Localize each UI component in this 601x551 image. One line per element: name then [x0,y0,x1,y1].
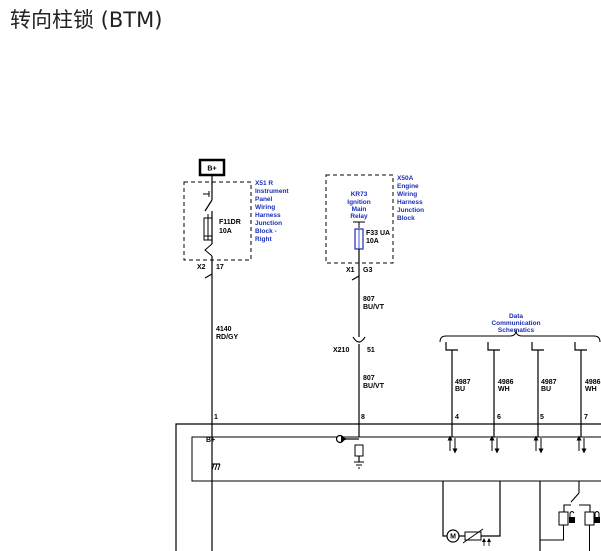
relay-kr73-line-3: Relay [350,213,368,220]
data-wire-3: 4987 BU [531,342,557,437]
x50a-desc-1: Wiring [397,191,417,198]
x2-connector: X2 17 [197,262,224,280]
module-pin-7: 7 [584,414,588,421]
data-wire-4-color: WH [585,386,597,393]
x50a-desc-3: Junction [397,207,424,214]
module-pin-4: 4 [455,414,459,421]
wire-807-upper-color: BU/VT [363,304,385,311]
x51r-desc-1: Panel [255,196,273,203]
x51r-desc-6: Right [255,236,272,243]
data-wire-4: 4986 WH [574,342,601,437]
battery-positive-source: B+ [198,158,226,187]
data-pin-5-arrow-icon [533,435,544,454]
x50a-junction-block: KR73 Ignition Main Relay F33 UA 10A X50A… [325,174,424,264]
x50a-desc-0: Engine [397,183,419,190]
lock-switch-a-icon [558,511,569,526]
module-pin-8: 8 [361,414,365,421]
data-wire-1-circuit: 4987 [455,379,471,386]
relay-kr73-line-2: Main [352,206,367,213]
wire-807-upper-circuit: 807 [363,296,375,303]
data-pin-4-arrow-icon [447,435,458,454]
x210-inline-connector: X210 51 [333,336,375,354]
data-comm-line-1: Communication [491,320,540,327]
data-wire-4-circuit: 4986 [585,379,601,386]
x51r-desc-0: Instrument [255,188,289,195]
fuse-f11dr-name: F11DR [219,219,241,226]
steering-column-lock-module: 1 8 4 6 5 7 B+ [175,414,601,551]
data-wire-1: 4987 BU [445,342,471,437]
x51r-desc-2: Wiring [255,204,275,211]
x2-pin: 17 [216,264,224,271]
motor-label: M [450,534,456,541]
x51r-switch-contact [204,199,213,212]
page-title: 转向柱锁 (BTM) [10,8,163,32]
fuse-f33ua-rating: 10A [366,238,379,245]
x50a-desc-2: Harness [397,199,423,206]
relay-contact-icon [353,221,365,228]
x50a-desc-4: Block [397,215,415,222]
data-wire-2-circuit: 4986 [498,379,514,386]
x50a-name: X50A [397,175,414,182]
ground-icon [211,463,221,471]
fuse-f33ua-name: F33 UA [366,230,390,237]
wire-807-lower-circuit: 807 [363,375,375,382]
padlock-open-icon [569,511,575,523]
x2-connector-name: X2 [197,264,206,271]
x51r-desc-5: Block - [255,228,277,235]
lock-status-switch-circuit [539,481,600,551]
module-pin-5: 5 [540,414,544,421]
lock-motor-circuit: M [442,481,501,546]
module-battery-label: B+ [206,437,215,444]
data-wire-2: 4986 WH [487,342,514,437]
x1-pin: G3 [363,267,372,274]
module-pin-1: 1 [214,414,218,421]
x51r-junction-block: F11DR 10A X51 R Instrument Panel Wiring … [183,180,289,262]
x51r-desc-4: Junction [255,220,282,227]
module-pin-6: 6 [497,414,501,421]
data-pin-6-arrow-icon [489,435,500,454]
x210-name: X210 [333,347,349,354]
data-wire-2-color: WH [498,386,510,393]
lock-switch-b-icon [584,511,595,526]
data-comm-brace [439,329,601,343]
x51r-desc-3: Harness [255,212,281,219]
data-comm-line-0: Data [509,313,523,320]
x210-pin: 51 [367,347,375,354]
data-wire-1-color: BU [455,386,465,393]
wire-807-lower-color: BU/VT [363,383,385,390]
x1-connector-name: X1 [346,267,355,274]
x1-connector: X1 G3 [346,262,372,282]
wire-4140-circuit: 4140 [216,326,232,333]
relay-kr73-line-0: KR73 [351,191,368,198]
ignition-input-icon [335,434,364,469]
data-communication-bus: Data Communication Schematics [439,313,601,343]
data-wire-3-circuit: 4987 [541,379,557,386]
fuse-f11dr-rating: 10A [219,228,232,235]
battery-positive-label: B+ [207,166,216,173]
x51r-name: X51 R [255,180,273,187]
data-pin-7-arrow-icon [576,435,587,454]
padlock-closed-icon [594,511,600,523]
relay-kr73-line-1: Ignition [347,199,370,206]
data-wire-3-color: BU [541,386,551,393]
wire-4140-color: RD/GY [216,334,239,341]
